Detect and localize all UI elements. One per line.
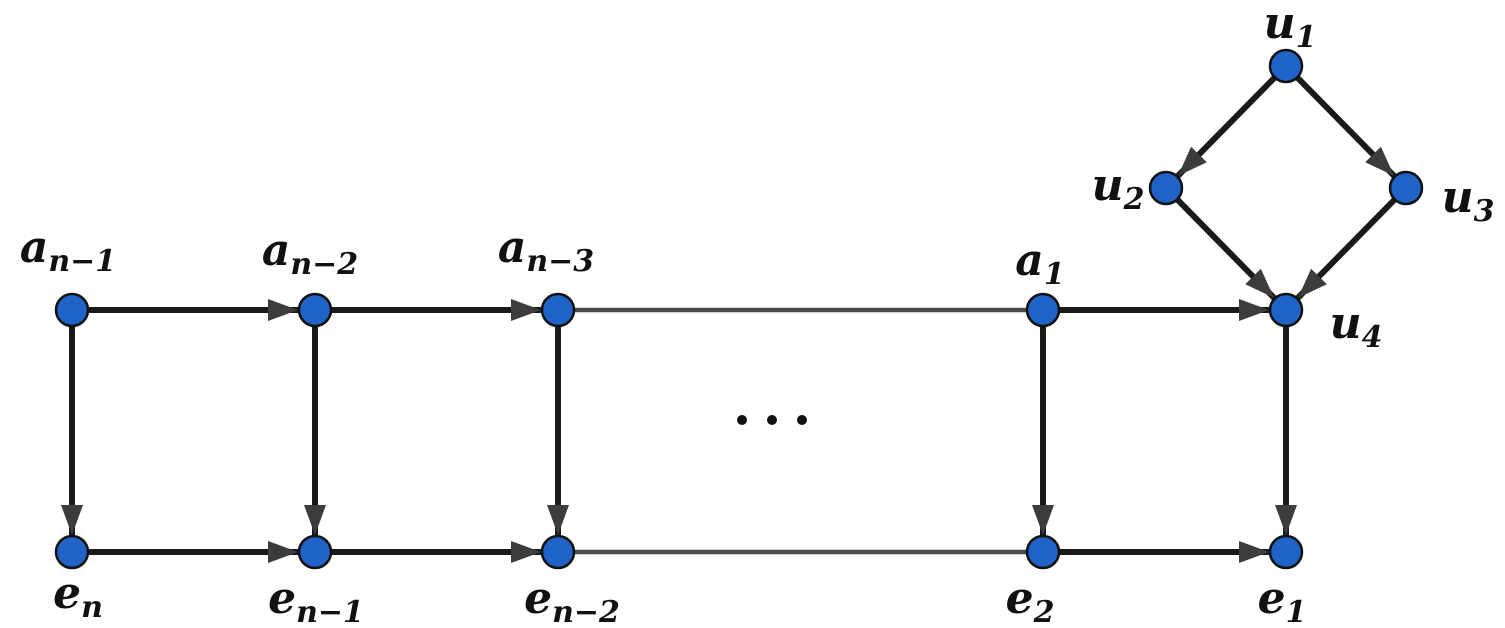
label-subscript: n−1 (296, 595, 364, 628)
label-subscript: 2 (1033, 595, 1055, 628)
label-base: e (53, 568, 81, 619)
node-u_4 (1268, 292, 1304, 328)
arrowhead-a_n-3-to-e_n-2 (547, 505, 569, 535)
arrowhead-a_1-to-e_2 (1032, 505, 1054, 535)
label-base: e (1006, 573, 1034, 624)
label-a_n-1: an−1 (20, 222, 116, 279)
arrowhead-a_n-2-to-e_n-1 (304, 505, 326, 535)
label-e_n-1: en−1 (268, 573, 364, 628)
arrowhead-a_1-to-u_4 (1239, 299, 1269, 321)
node-e_n-1 (297, 534, 333, 570)
label-base: u (1264, 0, 1296, 49)
label-base: a (262, 225, 291, 276)
label-base: e (524, 573, 552, 624)
edges-layer (61, 63, 1409, 563)
label-subscript: 1 (1296, 20, 1317, 55)
label-u_1: u1 (1264, 0, 1317, 55)
label-subscript: 2 (1123, 182, 1145, 217)
nodes-layer (54, 48, 1424, 570)
ellipsis-dots (737, 415, 807, 425)
label-base: u (1442, 172, 1474, 223)
label-base: a (20, 222, 49, 273)
arrowhead-u_1-to-u_3 (1365, 146, 1395, 176)
label-subscript: 1 (1044, 257, 1065, 292)
node-a_1 (1025, 292, 1061, 328)
arrowhead-u_4-to-e_1 (1275, 505, 1297, 535)
node-u_3 (1388, 170, 1424, 206)
label-a_n-2: an−2 (262, 225, 358, 282)
arrowhead-a_n-1-to-e_n (61, 505, 83, 535)
label-u_3: u3 (1442, 172, 1495, 229)
label-base: u (1092, 160, 1124, 211)
arrowhead-e_n-to-e_n-1 (268, 541, 298, 563)
label-base: e (1258, 573, 1286, 624)
label-subscript: 4 (1362, 320, 1383, 355)
label-subscript: 3 (1474, 194, 1495, 229)
label-subscript: 1 (1286, 595, 1307, 628)
label-subscript: n−2 (552, 595, 620, 628)
label-subscript: n−1 (48, 244, 116, 279)
arrowhead-a_n-2-to-a_n-3 (511, 299, 541, 321)
label-u_2: u2 (1092, 160, 1145, 217)
node-a_n-3 (540, 292, 576, 328)
node-u_2 (1148, 170, 1184, 206)
label-e_n-2: en−2 (524, 573, 620, 628)
label-base: a (1015, 235, 1044, 286)
label-e_2: e2 (1006, 573, 1055, 628)
arrowhead-u_3-to-u_4 (1297, 268, 1327, 298)
label-e_n: en (53, 568, 103, 625)
label-u_4: u4 (1330, 298, 1383, 355)
label-subscript: n−3 (526, 244, 594, 279)
node-a_n-2 (297, 292, 333, 328)
node-e_1 (1268, 534, 1304, 570)
node-e_2 (1025, 534, 1061, 570)
arrowhead-u_1-to-u_2 (1177, 146, 1207, 176)
label-base: e (268, 573, 296, 624)
label-a_n-3: an−3 (498, 222, 594, 279)
ellipsis-text: ⋯ (772, 430, 773, 431)
label-subscript: n (81, 590, 103, 625)
node-u_1 (1268, 48, 1304, 84)
arrowhead-u_2-to-u_4 (1245, 268, 1275, 298)
label-a_1: a1 (1015, 235, 1064, 292)
label-base: u (1330, 298, 1362, 349)
node-a_n-1 (54, 292, 90, 328)
arrowhead-e_n-1-to-e_n-2 (511, 541, 541, 563)
label-subscript: n−2 (290, 247, 358, 282)
label-e_1: e1 (1258, 573, 1307, 628)
arrowhead-e_2-to-e_1 (1239, 541, 1269, 563)
node-e_n-2 (540, 534, 576, 570)
arrowhead-a_n-1-to-a_n-2 (268, 299, 298, 321)
node-e_n (54, 534, 90, 570)
label-base: a (498, 222, 527, 273)
